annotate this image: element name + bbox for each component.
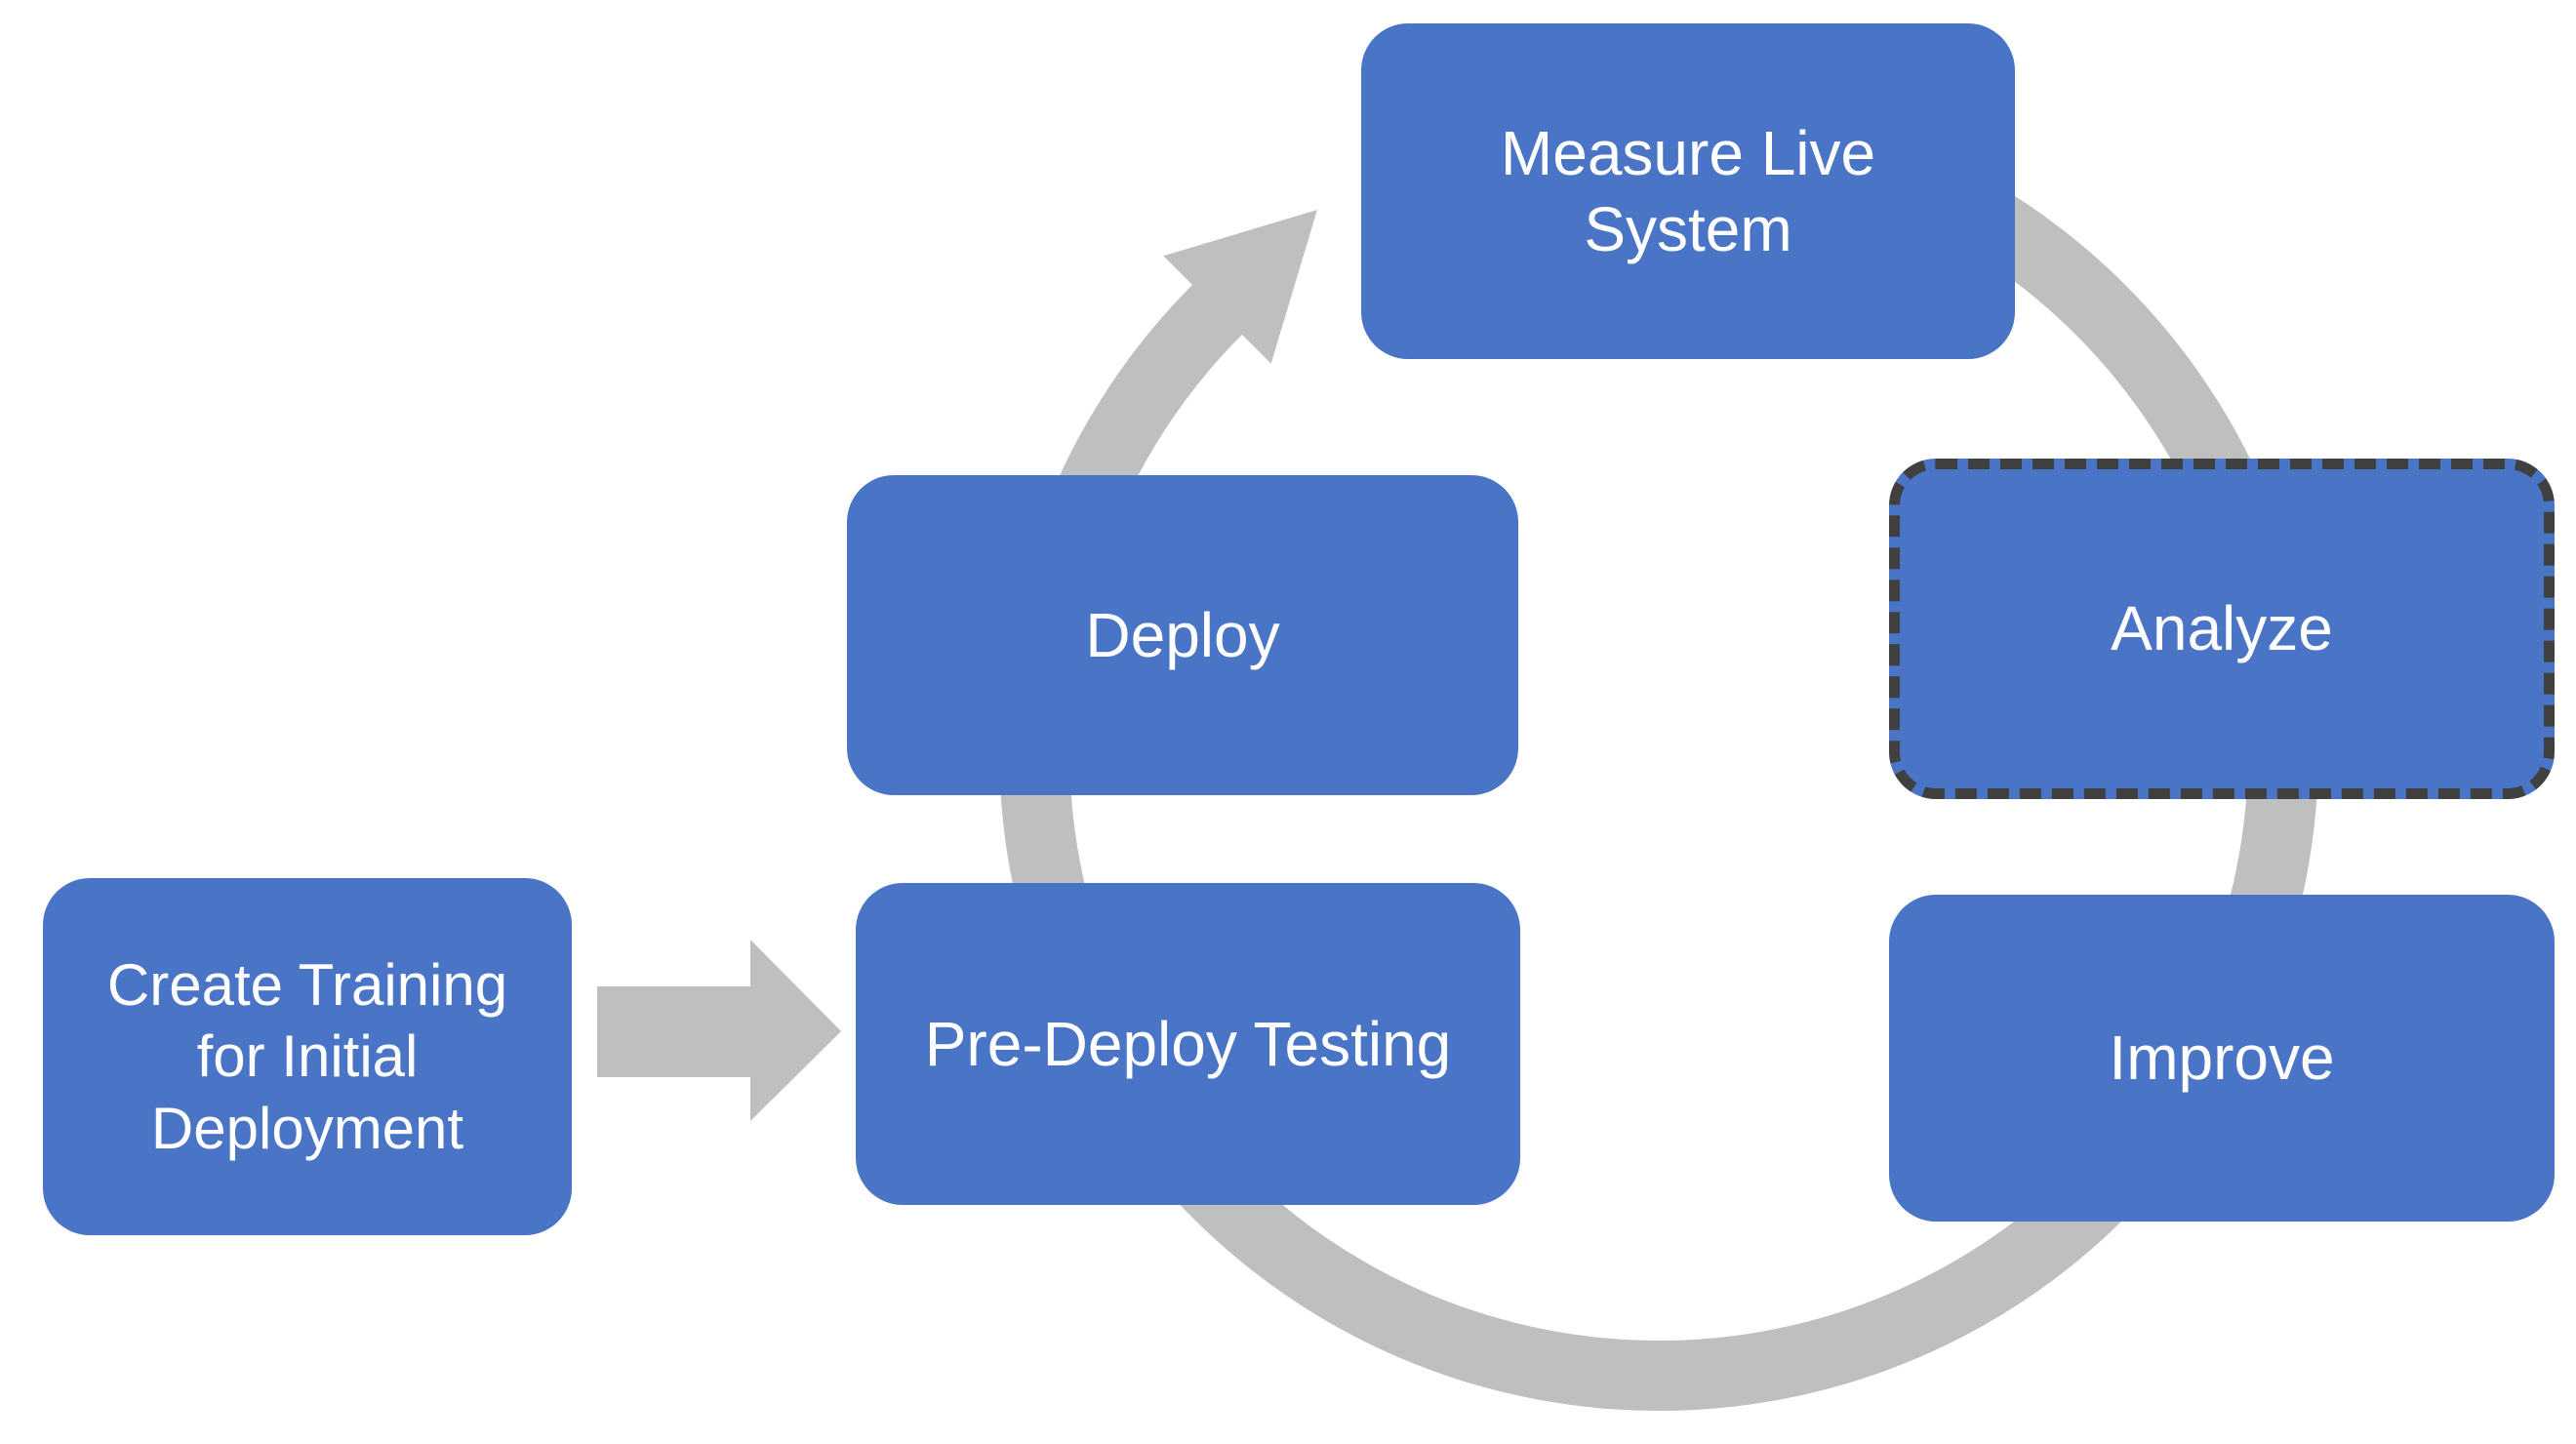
node-create-training-label: Create Training for Initial Deployment bbox=[106, 952, 508, 1161]
node-measure-live-system-label: Measure Live System bbox=[1500, 117, 1876, 264]
node-create-training[interactable]: Create Training for Initial Deployment bbox=[43, 878, 572, 1235]
node-analyze[interactable]: Analyze bbox=[1889, 459, 2555, 799]
node-pre-deploy-testing[interactable]: Pre-Deploy Testing bbox=[856, 883, 1520, 1205]
node-measure-live-system[interactable]: Measure Live System bbox=[1361, 23, 2015, 359]
cycle-arc[interactable] bbox=[999, 92, 2319, 1411]
node-deploy-label: Deploy bbox=[1085, 599, 1280, 670]
node-analyze-label: Analyze bbox=[2111, 593, 2333, 664]
node-pre-deploy-testing-label: Pre-Deploy Testing bbox=[924, 1008, 1452, 1079]
node-deploy[interactable]: Deploy bbox=[847, 475, 1518, 795]
node-improve[interactable]: Improve bbox=[1889, 895, 2555, 1222]
cycle-arrowhead-icon bbox=[1163, 210, 1317, 364]
entry-arrow-icon[interactable] bbox=[597, 940, 841, 1121]
node-improve-label: Improve bbox=[2109, 1023, 2335, 1094]
